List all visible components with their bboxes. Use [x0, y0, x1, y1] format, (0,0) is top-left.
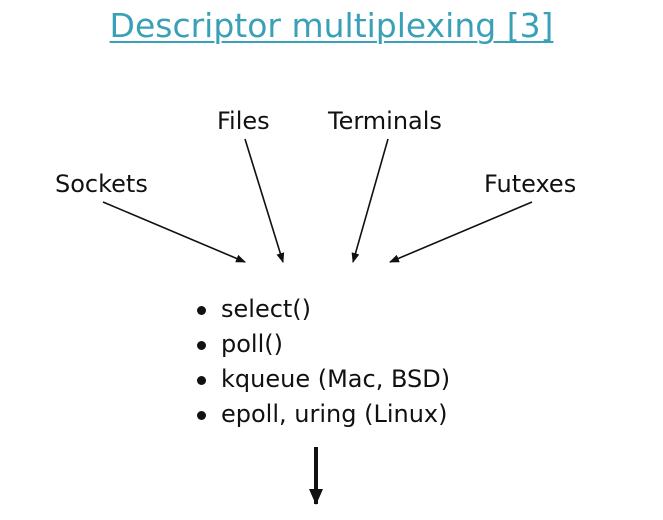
sockets-label: Sockets [55, 170, 148, 198]
mechanism-label: poll() [221, 330, 283, 358]
multiplexing-mechanisms-list: select() poll() kqueue (Mac, BSD) epoll,… [192, 292, 450, 432]
slide-title-link[interactable]: Descriptor multiplexing [3] [109, 6, 554, 45]
mechanism-label: kqueue (Mac, BSD) [221, 365, 451, 393]
futexes-arrow [389, 201, 533, 263]
list-item: kqueue (Mac, BSD) [192, 362, 450, 397]
files-label: Files [217, 107, 270, 135]
mechanism-label: epoll, uring (Linux) [221, 400, 448, 428]
list-item: poll() [192, 327, 450, 362]
bullet-icon [197, 411, 206, 420]
files-arrow [244, 138, 285, 263]
sockets-arrow [102, 201, 246, 263]
mechanism-label: select() [221, 295, 312, 323]
list-item: epoll, uring (Linux) [192, 397, 450, 432]
bullet-icon [197, 341, 206, 350]
terminals-label: Terminals [328, 107, 442, 135]
futexes-label: Futexes [484, 170, 577, 198]
bullet-icon [197, 306, 206, 315]
list-item: select() [192, 292, 450, 327]
bullet-icon [197, 376, 206, 385]
terminals-arrow [351, 138, 389, 263]
